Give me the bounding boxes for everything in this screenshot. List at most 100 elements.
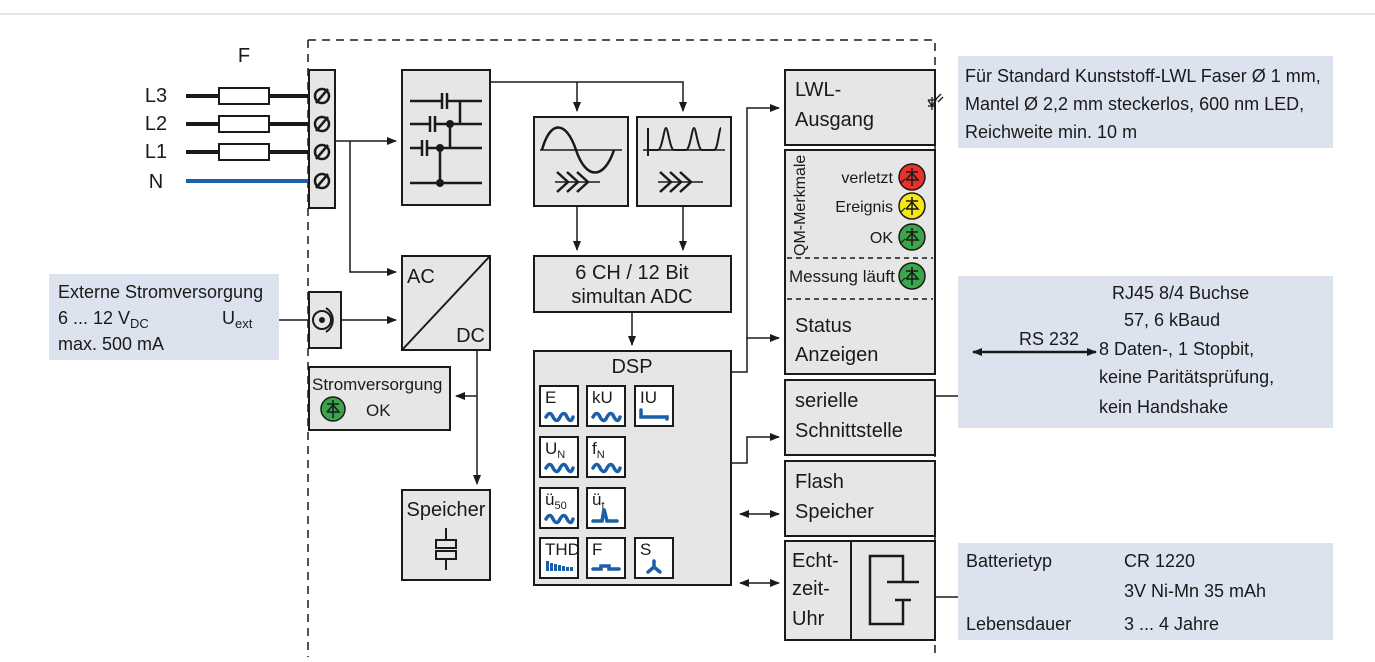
memory-label: Speicher: [407, 499, 486, 521]
dsp-module-3: IU: [634, 385, 674, 427]
battery-type-value: CR 1220: [1124, 551, 1195, 571]
external-power-uext-sub: ext: [235, 316, 253, 331]
status-display-label: Status Anzeigen: [795, 315, 878, 366]
qm-item-label: OK: [870, 230, 893, 247]
pulse-filter-block: [636, 116, 732, 207]
battery-type-label: Batterietyp: [966, 551, 1052, 571]
dsp-module-10: S: [634, 537, 674, 579]
waveform-icon: [544, 462, 575, 474]
flash-line-2: Speicher: [795, 501, 874, 523]
power-supply-title: Stromversorgung: [312, 375, 442, 394]
status-line-1: Status: [795, 315, 852, 337]
lwl-note-line-2: Mantel Ø 2,2 mm steckerlos, 600 nm LED,: [965, 94, 1304, 114]
acdc-dc-label: DC: [456, 325, 485, 347]
lwl-note: Für Standard Kunststoff-LWL Faser Ø 1 mm…: [958, 56, 1333, 148]
acdc-ac-label: AC: [407, 266, 435, 288]
dsp-module-label: IU: [640, 388, 657, 407]
measurement-label: Messung läuft: [789, 267, 895, 286]
svg-text:6 ... 12 VDC: 6 ... 12 VDC: [58, 308, 149, 331]
power-supply-status: Stromversorgung OK: [308, 366, 451, 431]
waveform-icon: [544, 513, 575, 525]
dsp-module-label: üt: [592, 490, 605, 512]
terminal-block: [308, 69, 336, 209]
rs232-label: RS 232: [1019, 329, 1079, 349]
adc-line-1: 6 CH / 12 Bit: [575, 262, 689, 284]
fuse-l3: [218, 87, 270, 105]
battery-type-value-2: 3V Ni-Mn 35 mAh: [1124, 581, 1266, 601]
mains-inputs: F L3 L2 L1 N: [145, 45, 310, 193]
line-label-n: N: [149, 171, 163, 193]
battery-note: Batterietyp CR 1220 3V Ni-Mn 35 mAh Lebe…: [958, 543, 1333, 640]
qm-item-label: verletzt: [841, 170, 893, 187]
led-emitter-icon: [927, 93, 944, 110]
waveform-icon: [591, 462, 622, 474]
step-icon: [639, 408, 669, 421]
flash-line-1: Flash: [795, 471, 844, 493]
serial-note-line-5: kein Handshake: [1099, 397, 1228, 417]
dsp-module-label: ü50: [545, 490, 567, 512]
line-label-l2: L2: [145, 113, 167, 135]
rtc-line-3: Uhr: [792, 608, 825, 630]
external-power-title: Externe Stromversorgung: [58, 282, 263, 302]
external-power-range: 6 ... 12 V: [58, 308, 130, 328]
flash-memory-block: Flash Speicher: [784, 460, 936, 537]
dsp-module-2: kU: [586, 385, 626, 427]
dsp-module-label: S: [640, 540, 651, 559]
rtc-line-1: Echt-: [792, 550, 839, 572]
svg-text:Uext: Uext: [222, 308, 253, 331]
serial-interface-block: serielle Schnittstelle: [784, 379, 936, 456]
qm-led-1-icon: [898, 163, 926, 191]
phasor-icon: [646, 559, 662, 574]
adc-block: 6 CH / 12 Bit simultan ADC: [533, 255, 732, 313]
status-line-2: Anzeigen: [795, 344, 878, 366]
battery-life-label: Lebensdauer: [966, 614, 1071, 634]
flicker-icon: [591, 564, 621, 571]
waveform-icon: [591, 411, 622, 423]
serial-note-line-2: 57, 6 kBaud: [1124, 310, 1220, 330]
transient-icon: [591, 508, 619, 523]
external-power-note: Externe Stromversorgung 6 ... 12 VDC Uex…: [49, 274, 279, 360]
power-ok-label: OK: [366, 401, 391, 420]
dsp-module-label: fN: [592, 439, 605, 461]
serial-note-line-1: RJ45 8/4 Buchse: [1112, 283, 1249, 303]
power-jack-icon: [308, 291, 342, 349]
memory-chip-icon: [435, 528, 457, 570]
dsp-title: DSP: [611, 356, 652, 378]
fuse-label: F: [238, 45, 250, 67]
real-time-clock-block: Echt- zeit- Uhr: [784, 540, 936, 641]
acdc-converter-block: AC DC: [401, 255, 491, 351]
lwl-line-1: LWL-: [795, 79, 841, 101]
dsp-module-5: fN: [586, 436, 626, 478]
line-label-l1: L1: [145, 141, 167, 163]
dsp-module-label: kU: [592, 388, 613, 407]
dsp-module-8: THD: [539, 537, 580, 579]
serial-line-2: Schnittstelle: [795, 420, 903, 442]
dsp-module-1: E: [539, 385, 579, 427]
serial-note-line-3: 8 Daten-, 1 Stopbit,: [1099, 339, 1254, 359]
battery-life-value: 3 ... 4 Jahre: [1124, 614, 1219, 634]
sine-filter-block: [533, 116, 629, 207]
external-power-current: max. 500 mA: [58, 334, 164, 354]
lwl-line-2: Ausgang: [795, 109, 874, 131]
adc-line-2: simultan ADC: [571, 286, 692, 308]
dsp-module-label: THD: [545, 540, 580, 559]
qm-vertical-label: QM-Merkmale: [792, 155, 809, 256]
external-power-uext: U: [222, 308, 235, 328]
serial-line-1: serielle: [795, 390, 858, 412]
qm-led-2-icon: [898, 192, 926, 220]
lwl-note-line-1: Für Standard Kunststoff-LWL Faser Ø 1 mm…: [965, 66, 1321, 86]
dsp-module-9: F: [586, 537, 626, 579]
fuse-l2: [218, 115, 270, 133]
measurement-led-icon: [898, 262, 926, 290]
line-label-l3: L3: [145, 85, 167, 107]
memory-block: Speicher: [401, 489, 491, 581]
external-power-range-sub: DC: [130, 316, 149, 331]
lwl-output-block: LWL- Ausgang: [784, 69, 944, 146]
battery-icon: [868, 554, 919, 626]
dsp-module-4: UN: [539, 436, 579, 478]
capacitor-divider-block: [401, 69, 491, 206]
serial-note-line-4: keine Paritätsprüfung,: [1099, 367, 1274, 387]
